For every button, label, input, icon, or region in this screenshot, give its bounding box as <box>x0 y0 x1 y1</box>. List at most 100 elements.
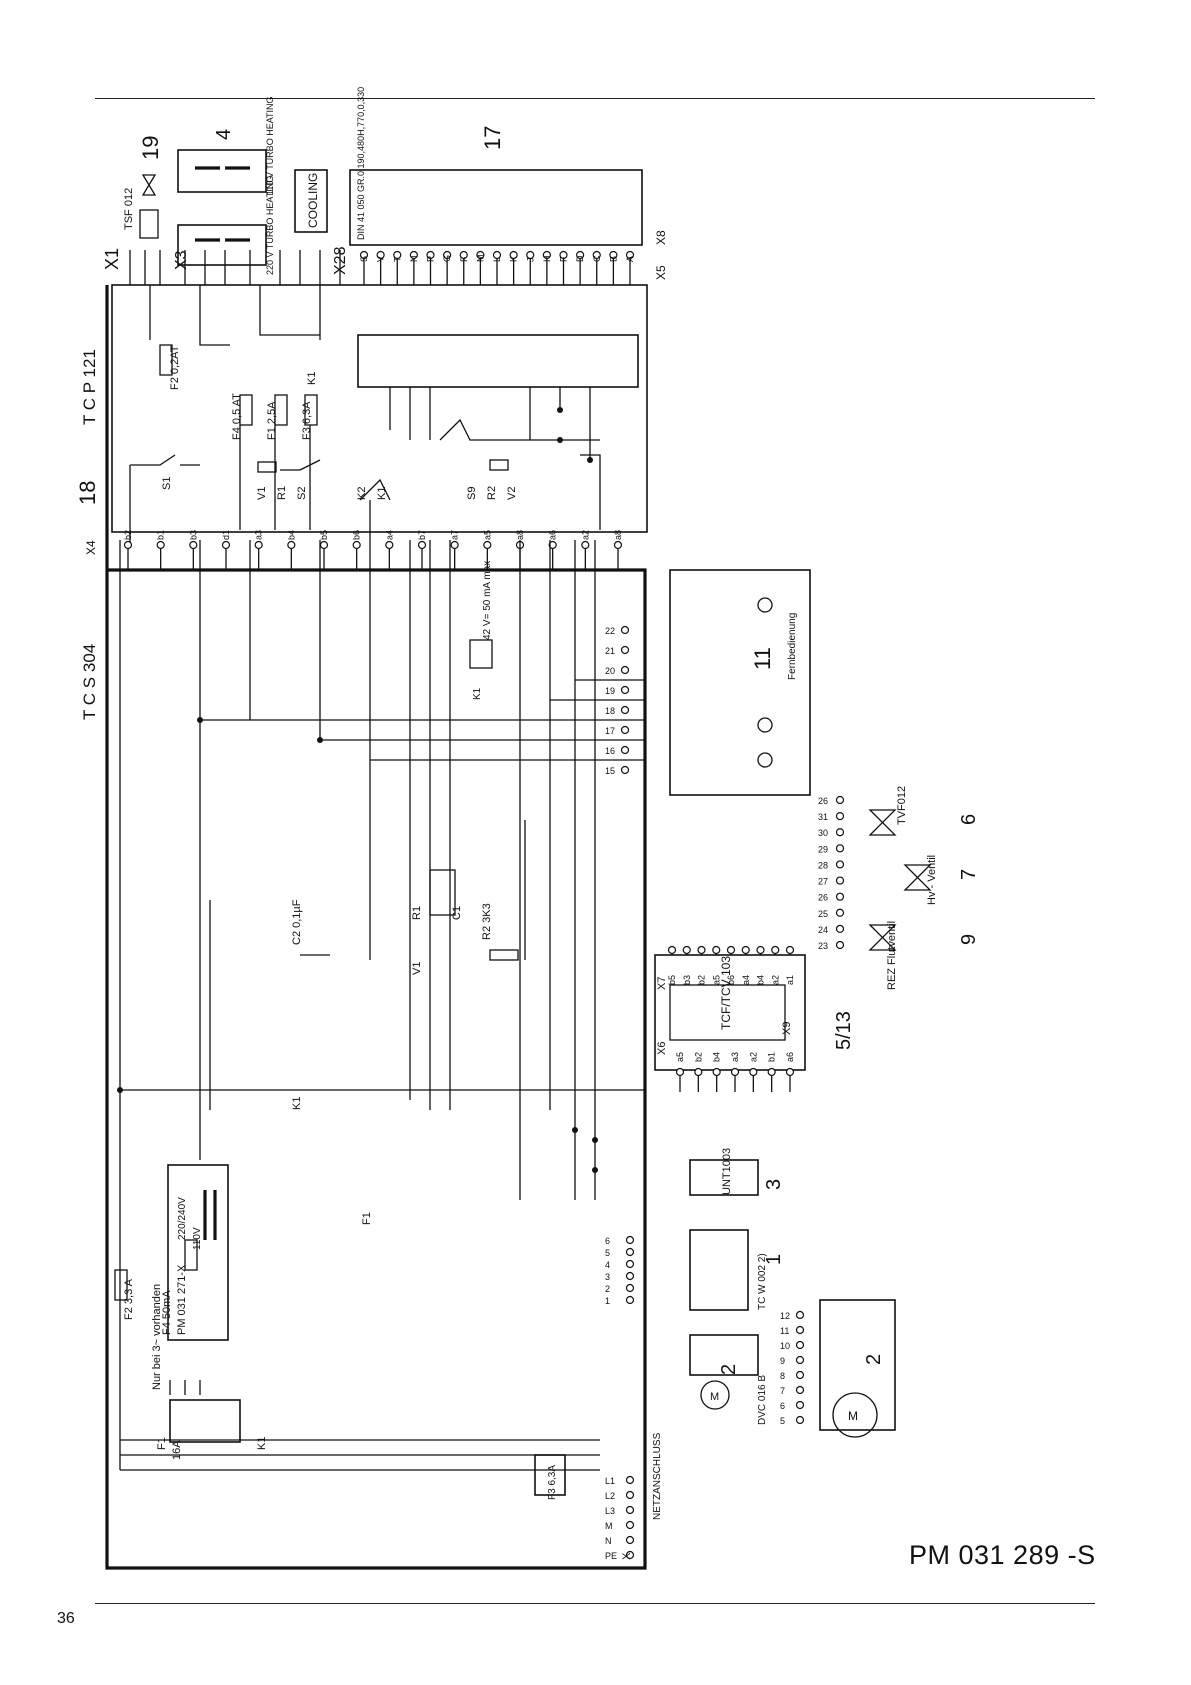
connector-x3: X3 <box>173 250 190 270</box>
r2-label: R2 <box>486 486 498 500</box>
fuse-f4b <box>184 1239 198 1271</box>
item-number-18: 18 <box>75 481 100 505</box>
x4-pin <box>450 540 459 550</box>
tcs-pin-label: 15 <box>605 766 615 776</box>
tcs-pin <box>620 665 630 675</box>
netz-pin-label: L2 <box>605 1491 615 1501</box>
tsf-box <box>139 209 159 239</box>
x8-pin <box>443 250 452 260</box>
x4-pin-label: a5 <box>482 530 492 540</box>
item-number-5-13: 5/13 <box>833 1011 855 1050</box>
motor-m-2: M <box>848 1409 858 1423</box>
x7-pin <box>756 945 765 955</box>
x4-pin-label: b2 <box>123 530 133 540</box>
f2-label: F2 0,2AT <box>169 345 181 390</box>
x8-pin <box>559 250 568 260</box>
cooling-label: COOLING <box>306 173 320 228</box>
x8-pin-label: F <box>459 256 469 262</box>
tcw-pin <box>625 1235 635 1245</box>
valve-pin <box>835 908 845 917</box>
tvf-label: TVF012 <box>896 786 908 825</box>
valve-pin-label: 31 <box>818 812 828 822</box>
x7-pin-label: a1 <box>785 975 795 985</box>
valve-pin-label: 24 <box>818 925 828 935</box>
x4-pin <box>548 540 557 550</box>
x8-pin-label: A <box>625 256 635 262</box>
x8-pin <box>426 250 435 260</box>
heating-220-box <box>177 224 267 266</box>
x4-pin-label: a4 <box>384 530 394 540</box>
connector-x6: X6 <box>656 1042 668 1055</box>
x6-pin <box>785 1067 795 1077</box>
x8-header: DIN 41 050 GR.0,190,480H,770,0,330 <box>356 87 366 240</box>
x4-pin <box>123 540 133 550</box>
tcw-pin <box>625 1271 635 1281</box>
valve-pin-label: 30 <box>818 828 828 838</box>
x8-pin <box>393 250 402 260</box>
v1b-label: V1 <box>411 962 423 975</box>
tcw-pin-label: 2 <box>605 1284 610 1294</box>
r1-label: R1 <box>276 486 288 500</box>
netz-pin-label: PE <box>605 1551 617 1561</box>
valve-pin-label: 26 <box>818 893 828 903</box>
x8-pin <box>526 250 535 260</box>
x4-pin <box>483 540 492 550</box>
valve-pin <box>835 940 845 950</box>
dvc-pin-label: 12 <box>780 1311 790 1321</box>
heating-220-label: 220 V TURBO HEATING <box>265 176 275 275</box>
bottom-rule <box>95 1603 1095 1604</box>
contactor-box <box>169 1399 241 1443</box>
tcs-pin-label: 18 <box>605 706 615 716</box>
valve-pin <box>835 844 845 853</box>
remote-lamps <box>757 597 773 768</box>
tcw-pin <box>625 1259 635 1269</box>
x8-pin-label: T <box>392 256 402 262</box>
x8-pin-label: K <box>509 256 519 262</box>
tcf-inner <box>669 984 786 1041</box>
x4-pin <box>189 540 198 550</box>
pm-box <box>167 1164 229 1341</box>
x8-pin <box>542 250 551 260</box>
x7-pin-label: b4 <box>756 975 766 985</box>
hv-ventil-label: Hv - Ventil <box>926 855 938 905</box>
x8-pin <box>476 250 485 260</box>
x4-pin <box>385 540 394 550</box>
valve-pin <box>835 812 845 821</box>
fuse-16a-label: 16A <box>171 1440 183 1460</box>
f1-label: F1 2,5A <box>266 401 278 440</box>
relay-k1-coil <box>469 639 493 669</box>
f1c-label: F1 <box>156 1437 168 1450</box>
dvc-motor-icon <box>700 1380 730 1410</box>
s2-label: S2 <box>296 487 308 500</box>
v110-label: 110V <box>192 1227 203 1250</box>
netz-label: NETZANSCHLUSS <box>652 1432 663 1520</box>
rez-valve-icon <box>868 924 897 951</box>
x4-pin <box>221 540 231 550</box>
x8-pin <box>509 250 518 260</box>
motor-m-1: M <box>710 1391 719 1403</box>
x4-pin-label: a3 <box>254 530 264 540</box>
netz-pin <box>625 1550 635 1560</box>
cooling-box <box>294 169 328 233</box>
fuse-f4 <box>239 394 253 426</box>
tsf-label: TSF 012 <box>123 188 135 230</box>
dvc-pin-label: 10 <box>780 1341 790 1351</box>
r2b-label: R2 3K3 <box>481 903 493 940</box>
s9-label: S9 <box>466 487 478 500</box>
dvc-pin <box>795 1400 805 1410</box>
item-number-7: 7 <box>958 869 980 880</box>
x8-pin <box>625 250 635 260</box>
item-number-4: 4 <box>213 129 235 140</box>
x6-pin <box>730 1067 740 1077</box>
k2-label: K2 <box>356 487 368 500</box>
tcw-pin <box>625 1283 635 1293</box>
x4-pin <box>581 540 590 550</box>
v1-label: V1 <box>256 487 268 500</box>
dvc-pin-label: 6 <box>780 1401 785 1411</box>
relay-k1-label: K1 <box>472 687 483 700</box>
x4-pin <box>156 540 165 550</box>
connector-x4: X4 <box>84 540 98 555</box>
